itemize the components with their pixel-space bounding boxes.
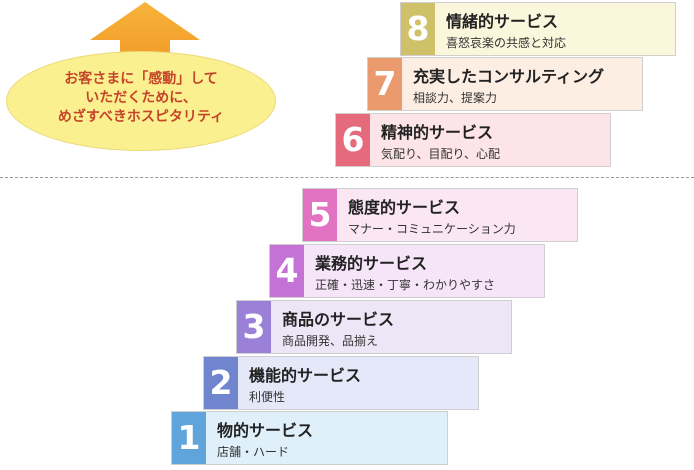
- step-title: 商品のサービス: [282, 310, 395, 329]
- step-2: 2 機能的サービス 利便性: [203, 356, 479, 410]
- step-number: 5: [303, 189, 337, 241]
- step-title: 物的サービス: [217, 421, 314, 440]
- step-title: 態度的サービス: [348, 198, 461, 217]
- step-number: 3: [237, 301, 271, 353]
- step-title: 機能的サービス: [249, 366, 362, 385]
- step-number: 7: [368, 58, 402, 110]
- step-7: 7 充実したコンサルティング 相談力、提案力: [367, 57, 643, 111]
- step-subtitle: 店舗・ハード: [217, 445, 290, 459]
- step-title: 精神的サービス: [381, 123, 494, 142]
- step-subtitle: マナー・コミュニケーション力: [348, 222, 516, 236]
- callout-line-1: お客さまに「感動」して: [64, 71, 218, 87]
- divider-line: [0, 177, 694, 178]
- step-title: 情緒的サービス: [446, 12, 559, 31]
- step-number: 2: [204, 357, 238, 409]
- step-subtitle: 気配り、目配り、心配: [381, 147, 501, 161]
- step-1: 1 物的サービス 店舗・ハード: [171, 411, 448, 465]
- step-subtitle: 利便性: [249, 390, 286, 404]
- step-8: 8 情緒的サービス 喜怒哀楽の共感と対応: [400, 2, 676, 56]
- step-subtitle: 商品開発、品揃え: [282, 334, 379, 348]
- step-title: 業務的サービス: [315, 254, 428, 273]
- step-number: 4: [270, 245, 304, 297]
- step-number: 1: [172, 412, 206, 464]
- callout-line-3: めざすべきホスピタリティ: [57, 109, 225, 125]
- step-6: 6 精神的サービス 気配り、目配り、心配: [335, 113, 611, 167]
- step-number: 8: [401, 3, 435, 55]
- callout-text: お客さまに「感動」して いただくために、 めざすべきホスピタリティ: [26, 70, 256, 127]
- step-4: 4 業務的サービス 正確・迅速・丁寧・わかりやすさ: [269, 244, 545, 298]
- step-subtitle: 喜怒哀楽の共感と対応: [446, 36, 567, 50]
- step-title: 充実したコンサルティング: [413, 67, 605, 86]
- step-5: 5 態度的サービス マナー・コミュニケーション力: [302, 188, 578, 242]
- callout-line-2: いただくために、: [85, 90, 197, 106]
- step-subtitle: 正確・迅速・丁寧・わかりやすさ: [315, 278, 496, 292]
- step-number: 6: [336, 114, 370, 166]
- callout-ellipse: [6, 51, 276, 151]
- step-3: 3 商品のサービス 商品開発、品揃え: [236, 300, 512, 354]
- up-arrow-icon: [90, 2, 200, 95]
- step-subtitle: 相談力、提案力: [413, 91, 498, 105]
